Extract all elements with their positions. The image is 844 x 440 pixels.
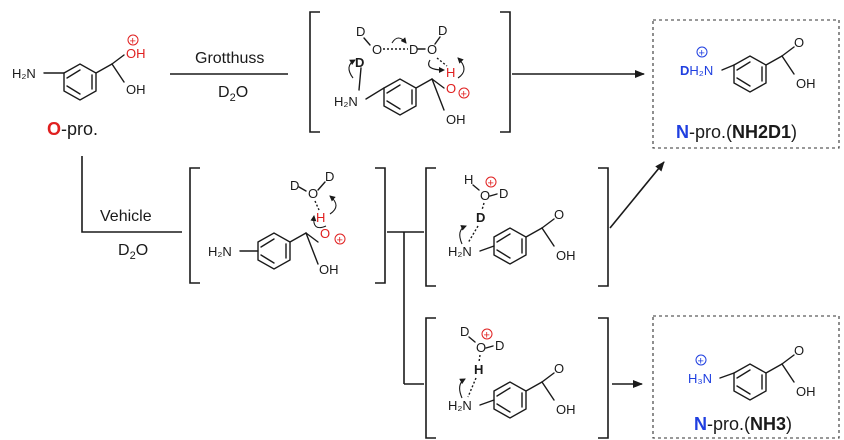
branch-upper-nh2: H₂N (448, 244, 472, 259)
vehicle-water-o: O (308, 186, 318, 201)
product-nh2d1-amine: DH₂N (680, 63, 713, 78)
branch-lower-water-d-left: D (460, 324, 469, 339)
arrow-branch-to-nh2d1 (609, 161, 665, 229)
benzene-ring (493, 381, 527, 419)
start-oh: OH (126, 82, 146, 97)
vehicle-h: H (316, 210, 325, 225)
vehicle-intermediate: H₂N D O D H O + OH (208, 169, 346, 277)
branch-lower-water-d-right: D (495, 338, 504, 353)
branch-lower-charge: + (484, 330, 490, 342)
vehicle-label: Vehicle (100, 208, 152, 225)
product-nh2d1: DH₂N + O OH N-pro.(NH2D1) (676, 35, 816, 142)
product-nh2d1-caption: N-pro.(NH2D1) (676, 122, 797, 142)
benzene-ring (733, 55, 767, 93)
product-nh2d1-oh: OH (796, 76, 816, 91)
branch-upper-oh: OH (556, 248, 576, 263)
branch-upper-nd: D (476, 210, 485, 225)
product-box-nh3 (652, 315, 840, 439)
electron-arrow (459, 378, 466, 399)
vehicle-bracket-left (189, 167, 200, 284)
start-caption: O-pro. (47, 119, 98, 139)
vehicle-oh: OH (319, 262, 339, 277)
product-nh3-o: O (794, 343, 804, 358)
grotthuss-label: Grotthuss (195, 50, 264, 67)
electron-arrow (428, 59, 445, 73)
start-oh-protonated: OH (126, 46, 146, 61)
vehicle-arrow: Vehicle D2O (81, 156, 182, 262)
benzene-ring (63, 63, 97, 101)
vehicle-o: O (320, 226, 330, 241)
grotthuss-o: O (446, 81, 456, 96)
branch-upper-water-o: O (480, 188, 490, 203)
grotthuss-reagent: D2O (218, 84, 248, 104)
grotthuss-charge: + (461, 89, 467, 101)
electron-arrow (391, 37, 407, 44)
grotthuss-bracket-left (309, 11, 320, 133)
product-box-nh2d1 (652, 19, 840, 149)
benzene-ring (257, 232, 291, 270)
grotthuss-water2-o: O (427, 42, 437, 57)
product-nh2d1-charge: + (699, 48, 705, 60)
vehicle-reagent: D2O (118, 242, 148, 262)
product-nh3: H₃N + O OH N-pro.(NH3) (688, 343, 816, 434)
grotthuss-water2-d-left: D (409, 42, 418, 57)
vehicle-water-d-right: D (325, 169, 334, 184)
grotthuss-nd: D (355, 55, 364, 70)
branch-upper-h: H (464, 172, 473, 187)
branch-lower-oh: OH (556, 402, 576, 417)
product-nh2d1-o: O (794, 35, 804, 50)
product-nh3-caption: N-pro.(NH3) (694, 414, 792, 434)
branch-upper-o: O (554, 207, 564, 222)
grotthuss-h: H (446, 65, 455, 80)
branch-lower-intermediate: H₂N D O + D H O OH (448, 324, 576, 419)
branch-upper-bracket-left (425, 167, 436, 287)
branch-lower-bracket-left (425, 317, 436, 439)
benzene-ring (383, 78, 417, 116)
branch-upper-water-d: D (499, 186, 508, 201)
start-nh2: H₂N (12, 66, 36, 81)
vehicle-charge: + (337, 235, 343, 247)
benzene-ring (733, 363, 767, 401)
vehicle-bracket-right (375, 167, 386, 284)
branch-lower-bracket-right (598, 317, 609, 439)
start-charge-circle (127, 34, 139, 46)
branch-lower-nh2: H₂N (448, 398, 472, 413)
start-charge: + (130, 36, 136, 48)
branch-upper-intermediate: H₂N H O + D D O OH (448, 172, 576, 265)
branch-upper-bracket-right (598, 167, 609, 287)
branch-connector (387, 231, 424, 385)
product-nh3-charge: + (698, 356, 704, 368)
branch-lower-water-o: O (476, 340, 486, 355)
branch-lower-nh: H (474, 362, 483, 377)
vehicle-water-d-left: D (290, 178, 299, 193)
benzene-ring (493, 227, 527, 265)
start-molecule: H₂N OH OH + O-pro. (12, 34, 146, 139)
branch-lower-o: O (554, 361, 564, 376)
electron-arrow (310, 215, 327, 229)
product-nh3-oh: OH (796, 384, 816, 399)
grotthuss-intermediate: H₂N D O D D O D H O + OH (334, 23, 470, 127)
product-nh3-amine: H₃N (688, 371, 712, 386)
branch-upper-charge: + (488, 178, 494, 190)
electron-arrow (329, 195, 337, 215)
electron-arrow (459, 225, 467, 245)
grotthuss-water2-d-top: D (438, 23, 447, 38)
vehicle-nh2: H₂N (208, 244, 232, 259)
grotthuss-water1-o: O (372, 42, 382, 57)
grotthuss-nh2: H₂N (334, 94, 358, 109)
grotthuss-water1-d: D (356, 24, 365, 39)
electron-arrow (348, 59, 356, 79)
grotthuss-oh: OH (446, 112, 466, 127)
grotthuss-arrow: Grotthuss D2O (170, 50, 288, 104)
grotthuss-bracket-right (500, 11, 511, 133)
electron-arrow (457, 57, 465, 79)
